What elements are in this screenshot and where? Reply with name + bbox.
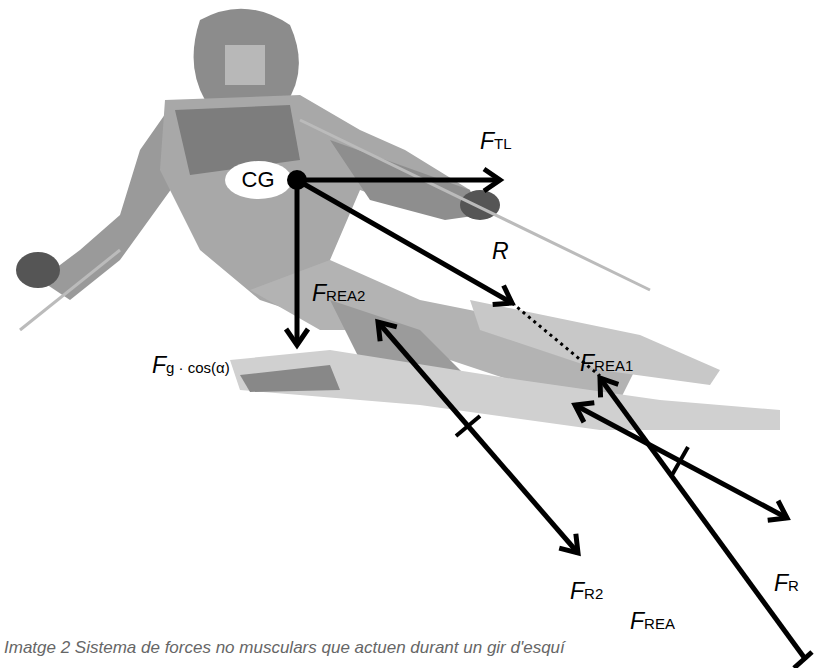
skier-figure [16, 9, 780, 430]
force-label: R [490, 238, 511, 265]
force-label: FR [772, 570, 801, 597]
force-label: Fg · cos(α) [150, 352, 232, 379]
force-label: FREA1 [578, 350, 635, 377]
figure-caption: Imatge 2 Sistema de forces no musculars … [4, 638, 565, 658]
force-label: FR2 [568, 578, 605, 605]
force-vectors [297, 180, 812, 668]
force-label: FTL [478, 128, 514, 155]
force-label: FREA2 [310, 280, 367, 307]
force-label: FREA [628, 608, 677, 635]
node-label: CG [242, 167, 275, 193]
cg-ellipse: CG [225, 161, 292, 199]
